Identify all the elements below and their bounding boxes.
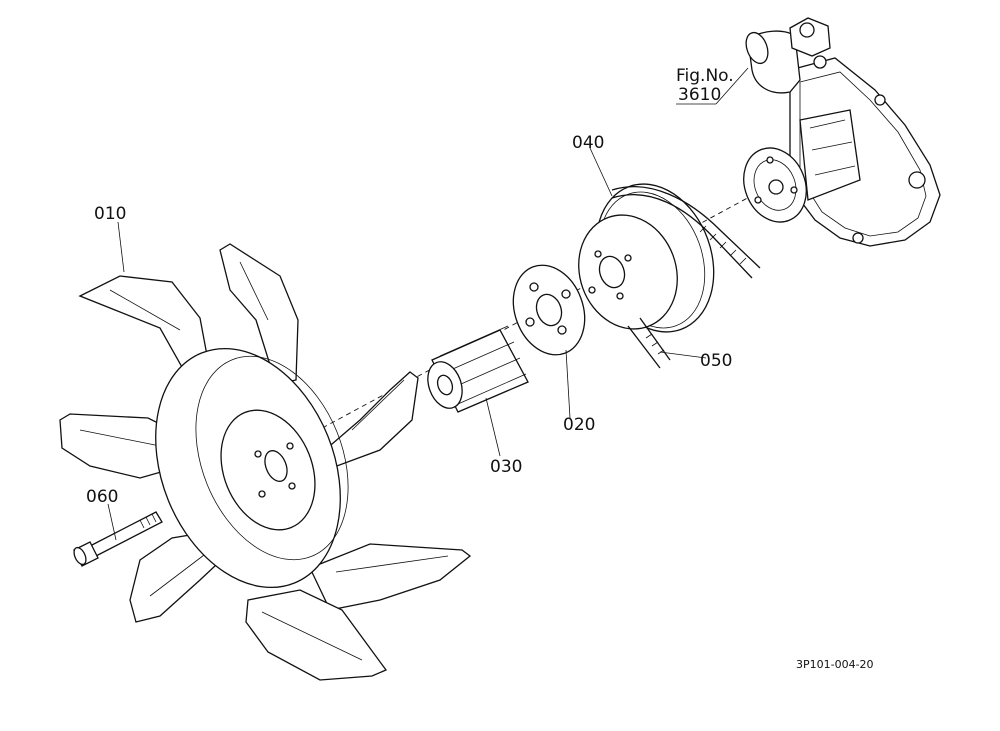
callout-fan-spacer: 030 <box>490 457 522 477</box>
drawing-code: 3P101-004-20 <box>796 658 874 671</box>
v-belt <box>611 186 761 369</box>
callout-pulley: 040 <box>572 133 604 153</box>
callout-bolt: 060 <box>86 487 118 507</box>
callout-fan: 010 <box>94 204 126 224</box>
figure-ref-label: Fig.No. <box>676 66 734 86</box>
spacer-plate <box>512 264 586 356</box>
fan-spacer <box>427 325 529 413</box>
bolt <box>73 511 163 567</box>
figure-ref-number: 3610 <box>678 85 721 105</box>
water-pump <box>743 17 941 247</box>
callout-spacer: 020 <box>563 415 595 435</box>
fan-drive-pulley <box>578 183 715 333</box>
callout-labels: 010 040 020 030 050 060 Fig.No. 3610 3P1… <box>86 66 874 671</box>
cooling-fan <box>59 243 472 681</box>
callout-belt: 050 <box>700 351 732 371</box>
leader-lines <box>107 67 749 541</box>
